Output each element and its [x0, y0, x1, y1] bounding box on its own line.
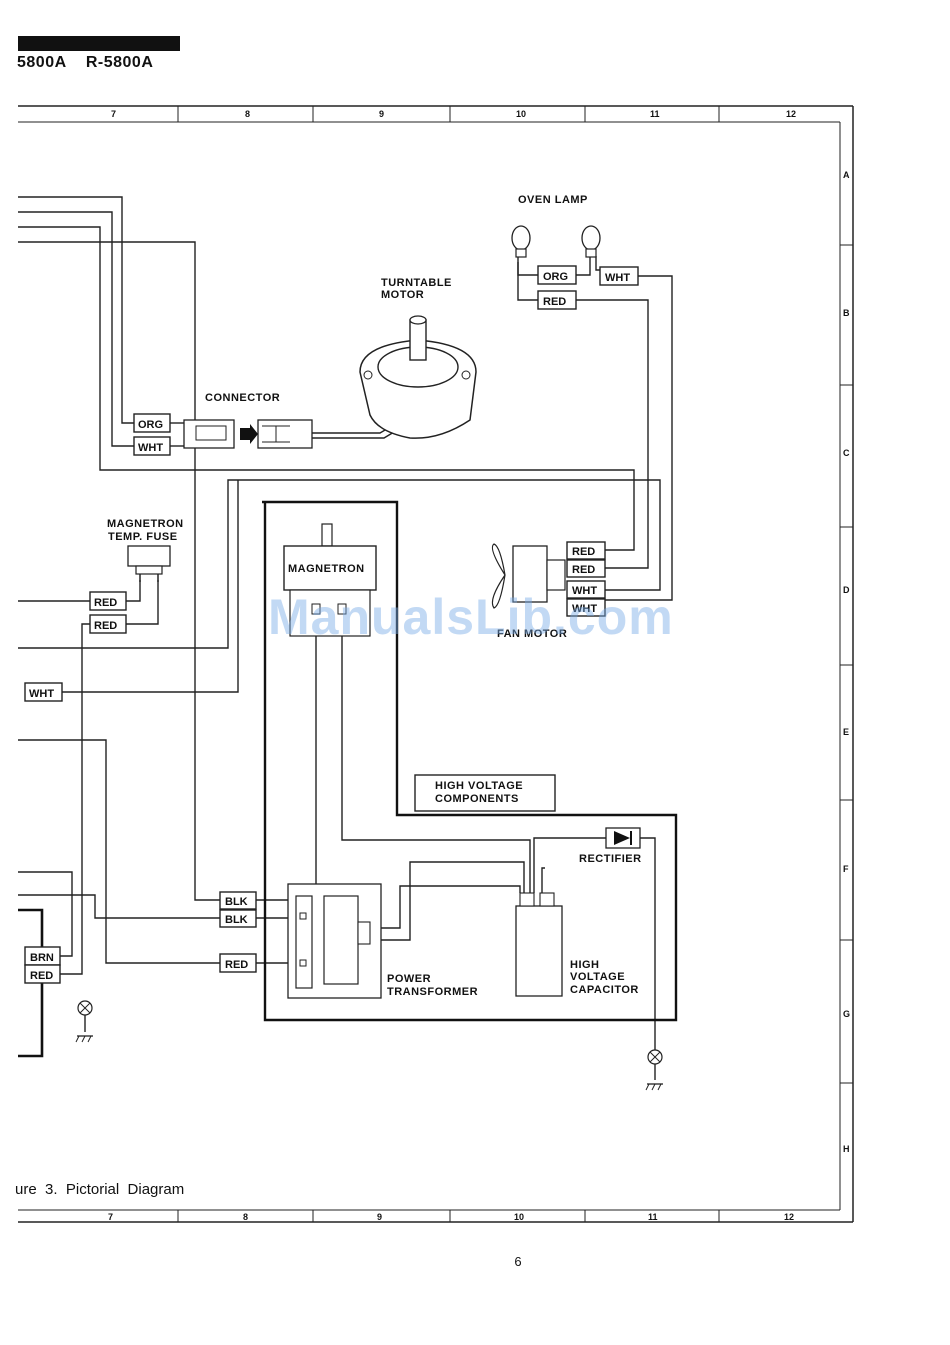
wire-tag-conn-org: ORG: [138, 419, 163, 431]
power-transformer-label-line1: POWER: [387, 973, 431, 985]
turntable-motor: [359, 315, 477, 439]
grid-row-e: E: [843, 727, 849, 737]
wire-tag-tr-blk-2: BLK: [225, 914, 248, 926]
hv-capacitor-label-line1: HIGH: [570, 959, 600, 971]
oven-lamp: [511, 225, 601, 258]
wire-tag-left-wht: WHT: [29, 688, 54, 700]
grid-col-7-bottom: 7: [108, 1212, 113, 1222]
connector-label: CONNECTOR: [205, 392, 280, 404]
grid-col-11-bottom: 11: [648, 1212, 658, 1222]
grid-row-b: B: [843, 308, 850, 318]
fan-motor-label: FAN MOTOR: [497, 628, 567, 640]
figure-caption: ure 3. Pictorial Diagram: [15, 1181, 185, 1198]
wire-tag-left-brn: BRN: [30, 952, 54, 964]
grid-row-f: F: [843, 864, 849, 874]
wire-tag-lamp-red: RED: [543, 296, 566, 308]
turntable-motor-label-line2: MOTOR: [381, 289, 424, 301]
fan-motor: [491, 543, 566, 609]
power-transformer: [287, 883, 382, 999]
grid-col-10-top: 10: [516, 109, 526, 119]
wire-tag-tr-blk-1: BLK: [225, 896, 248, 908]
wire-tag-fuse-red-top: RED: [94, 597, 117, 609]
turntable-motor-label-line1: TURNTABLE: [381, 277, 452, 289]
grid-col-12-top: 12: [786, 109, 796, 119]
magnetron-fuse-label-line1: MAGNETRON: [107, 518, 184, 530]
grid-row-a: A: [843, 170, 850, 180]
wire-tag-fan-wht-1: WHT: [572, 585, 597, 597]
grid-row-d: D: [843, 585, 850, 595]
ground-symbol-right: [645, 1049, 663, 1091]
wire-tag-tr-red: RED: [225, 959, 248, 971]
wire-tag-fan-red-1: RED: [572, 546, 595, 558]
wire-tags: ORG WHT RED ORG WHT RED RED WHT RED RED …: [24, 265, 639, 984]
high-voltage-components-line1: HIGH VOLTAGE: [435, 780, 523, 792]
wire-tag-lamp-org: ORG: [543, 271, 568, 283]
grid-col-10-bottom: 10: [514, 1212, 524, 1222]
high-voltage-components-box: [414, 774, 556, 812]
grid-col-8-top: 8: [245, 109, 250, 119]
grid-col-11-top: 11: [650, 109, 660, 119]
grid-row-c: C: [843, 448, 850, 458]
wire-tag-conn-wht: WHT: [138, 442, 163, 454]
power-transformer-label-line2: TRANSFORMER: [387, 986, 478, 998]
page-number: 6: [514, 1254, 522, 1269]
wire-tag-fan-red-2: RED: [572, 564, 595, 576]
magnetron-fuse-label-line2: TEMP. FUSE: [108, 531, 178, 543]
rectifier: [605, 827, 641, 849]
grid-col-9-top: 9: [379, 109, 384, 119]
wiring: [18, 196, 673, 1080]
high-voltage-components-line2: COMPONENTS: [435, 793, 519, 805]
grid-col-9-bottom: 9: [377, 1212, 382, 1222]
oven-lamp-label: OVEN LAMP: [518, 194, 588, 206]
header-bar: [18, 36, 180, 51]
connector: [183, 419, 313, 449]
model-title: 5800A R-5800A: [17, 54, 154, 71]
grid-row-h: H: [843, 1144, 850, 1154]
hv-capacitor-label-line2: VOLTAGE: [570, 971, 625, 983]
grid-row-g: G: [843, 1009, 850, 1019]
ground-symbol-left: [75, 1000, 93, 1043]
wire-tag-left-red: RED: [30, 970, 53, 982]
high-voltage-enclosure: [262, 500, 678, 1022]
rectifier-label: RECTIFIER: [579, 853, 642, 865]
magnetron-temp-fuse: [127, 545, 171, 582]
high-voltage-capacitor: [515, 892, 563, 997]
wire-tag-lamp-wht: WHT: [605, 272, 630, 284]
hv-capacitor-label-line3: CAPACITOR: [570, 984, 639, 996]
wire-tag-fuse-red-bottom: RED: [94, 620, 117, 632]
grid-col-7-top: 7: [111, 109, 116, 119]
magnetron-label: MAGNETRON: [288, 563, 365, 575]
grid-col-8-bottom: 8: [243, 1212, 248, 1222]
watermark: ManualsLib.com: [268, 589, 674, 645]
wire-tag-fan-wht-2: WHT: [572, 603, 597, 615]
grid-col-12-bottom: 12: [784, 1212, 794, 1222]
diagram-frame: [18, 105, 854, 1223]
magnetron: [283, 523, 377, 637]
